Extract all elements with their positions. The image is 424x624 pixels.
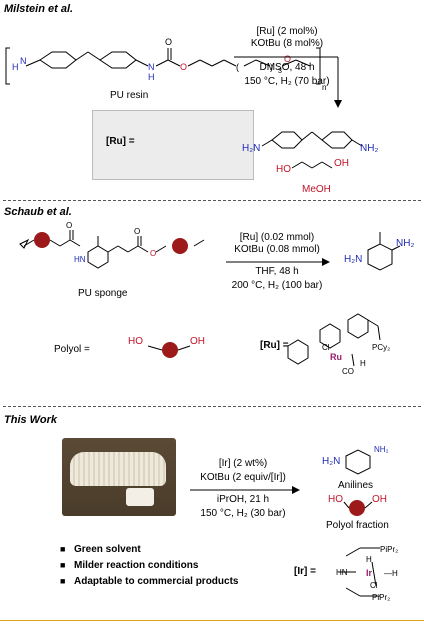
polyol-fraction-label: Polyol fraction	[326, 520, 389, 531]
s2-arrow-head	[322, 258, 330, 266]
ester-o-text: O	[180, 62, 187, 72]
s1-condition-1: [Ru] (2 mol%)	[256, 26, 318, 37]
h-ir-top: H	[366, 555, 372, 564]
polyol-ho-text: HO	[128, 336, 143, 347]
n-right-text: N	[148, 62, 155, 72]
pu-sponge-structure	[19, 230, 205, 269]
s3-catalyst-label: [Ir] =	[294, 566, 316, 577]
n-left-text: N	[20, 56, 27, 66]
hn-text-s2: HN	[74, 255, 86, 264]
co-text-2: CO	[342, 367, 354, 376]
butanediol-product	[291, 161, 333, 169]
polyol-bond-l	[147, 345, 163, 351]
separator-1	[3, 200, 421, 201]
section1-header: Milstein et al.	[4, 3, 74, 15]
nh2-top-text: NH₂	[374, 445, 389, 454]
paren-close-text: )	[270, 62, 273, 72]
pillow-photo	[62, 438, 176, 516]
nh-left-text: H	[12, 62, 19, 72]
subscript-3: 3	[278, 68, 282, 75]
carbonyl-o-text: O	[165, 37, 172, 47]
s3-condition-2: KOtBu (2 equiv/[Ir])	[200, 472, 286, 483]
polyol-ball-3	[162, 342, 178, 358]
diamine-nh2-right: NH₂	[360, 143, 379, 154]
polyol-oh-text: OH	[190, 336, 205, 347]
diamine-product	[261, 131, 363, 149]
diamine-nh2-left: H₂N	[242, 143, 261, 154]
s3-condition-3: iPrOH, 21 h	[216, 494, 270, 505]
s3-condition-1: [Ir] (2 wt%)	[218, 458, 268, 469]
hn-text-ir: HN	[336, 568, 348, 577]
tda-product	[367, 232, 401, 271]
polyol-bond-r2	[364, 501, 373, 509]
section3-header: This Work	[4, 414, 57, 426]
pipr2-top-text: PiPr₂	[380, 545, 398, 554]
anilines-label: Anilines	[338, 480, 374, 491]
s2-condition-1: [Ru] (0.02 mmol)	[239, 232, 315, 243]
bottom-rule	[0, 620, 424, 621]
pu-resin-label: PU resin	[110, 90, 149, 101]
cl-text-2: Cl	[322, 343, 330, 352]
o-text-s2c: O	[150, 249, 156, 258]
s1-condition-4: 150 °C, H₂ (70 bar)	[244, 76, 330, 87]
pipr2-bot-text: PiPr₂	[372, 593, 390, 602]
cl-ir-text: Cl	[370, 581, 378, 590]
section2-header: Schaub et al.	[4, 206, 72, 218]
bullet-milder-conditions: Milder reaction conditions	[60, 560, 198, 571]
diol-ho: HO	[276, 164, 291, 175]
bullet-green-solvent: Green solvent	[60, 544, 141, 555]
polyol-bond-r	[177, 345, 191, 351]
s2-condition-2: KOtBu (0.08 mmol)	[234, 244, 320, 255]
separator-2	[3, 406, 421, 407]
bullet-commercial-products: Adaptable to commercial products	[60, 576, 238, 587]
subscript-n: n	[322, 83, 326, 92]
s1-catalyst-box	[92, 110, 254, 180]
polyol-label: Polyol =	[54, 344, 90, 355]
polyol-ball-4	[349, 500, 365, 516]
s1-condition-2: KOtBu (8 mol%)	[250, 38, 324, 49]
polyol-ball-2	[172, 238, 188, 254]
s1-condition-3: DMSO, 48 h	[259, 62, 315, 73]
diol-oh: OH	[334, 158, 349, 169]
s2-condition-4: 200 °C, H₂ (100 bar)	[231, 280, 323, 291]
meoh-label: MeOH	[302, 184, 331, 195]
ether-o-text: O	[284, 54, 291, 64]
foam-cube	[126, 488, 154, 506]
s3-condition-4: 150 °C, H₂ (30 bar)	[200, 508, 286, 519]
tda-nh2: NH₂	[396, 238, 415, 249]
pcy2-text: PCy₂	[372, 343, 390, 352]
polyol-oh-s3: OH	[372, 494, 387, 505]
polyol-ho-s3: HO	[328, 494, 343, 505]
pu-resin-structure	[5, 47, 321, 85]
o-text-s2b: O	[134, 227, 140, 236]
s3-arrow-head	[292, 486, 300, 494]
s1-catalyst-label: [Ru] =	[106, 136, 135, 147]
paren-text: (	[236, 62, 239, 72]
ir-pnp-catalyst	[338, 547, 380, 597]
o-text-s2a: O	[66, 221, 72, 230]
polyol-ball-1	[34, 232, 50, 248]
pillow-foam	[70, 452, 166, 486]
aniline-product	[345, 449, 371, 475]
h-ir-right: —H	[384, 569, 398, 578]
polyol-bond-l2	[343, 501, 350, 509]
ir-text: Ir	[366, 568, 373, 578]
h-right-text: H	[148, 72, 155, 82]
s2-condition-3: THF, 48 h	[255, 266, 299, 277]
tda-h2n: H₂N	[344, 254, 363, 265]
ru-schaub-catalyst	[287, 313, 381, 367]
s1-arrow-head	[334, 100, 342, 108]
h-text-2: H	[360, 359, 366, 368]
aniline-h2n: H₂N	[322, 456, 341, 467]
s2-catalyst-label: [Ru] =	[260, 340, 289, 351]
ru-text-2: Ru	[330, 352, 342, 362]
pu-sponge-label: PU sponge	[78, 288, 128, 299]
